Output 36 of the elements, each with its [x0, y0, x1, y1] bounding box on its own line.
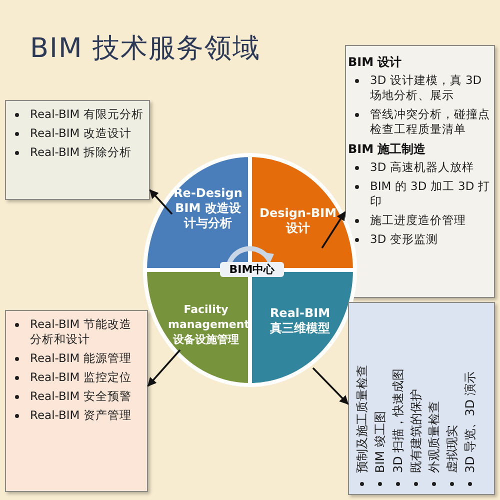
list-item: Real-BIM 安全预警 [30, 389, 132, 403]
info-panel [345, 45, 495, 298]
arrow [321, 211, 346, 248]
list-item: 外观质量检查 [427, 401, 441, 473]
list-item: Real-BIM 有限元分析 [30, 107, 144, 121]
list-item: 虚拟现实 [445, 425, 459, 473]
list-item: Real-BIM 监控定位 [30, 370, 132, 384]
center-label: BIM中心 [220, 262, 284, 277]
list-item: 施工进度造价管理 [370, 213, 466, 227]
list-item: 预制及施工质量检查 [355, 365, 369, 473]
list-item: 管线冲突分析，碰撞点检查工程质量清单 [370, 107, 490, 136]
list-item: Real-BIM 拆除分析 [30, 145, 132, 159]
section-heading: BIM 施工制造 [348, 141, 427, 157]
list-item: BIM 的 3D 加工 3D 打印 [370, 179, 490, 208]
quadrant-label: Real-BIM 真三维模型 [268, 306, 332, 336]
list-item: 3D 设计建模，真 3D 场地分析、展示 [370, 73, 482, 102]
arrow [312, 367, 349, 405]
list-item: Real-BIM 资产管理 [30, 408, 132, 422]
list-item: Real-BIM 节能改造分析和设计 [30, 317, 132, 346]
info-panel [5, 100, 150, 200]
quadrant-label: Design-BIM 设计 [258, 206, 338, 236]
list-item: 3D 高速机器人放样 [370, 160, 474, 174]
list-item: 3D 扫描，快速成图 [391, 368, 405, 473]
section-heading: BIM 设计 [348, 54, 403, 70]
info-panel [5, 310, 148, 492]
list-item: Real-BIM 改造设计 [30, 126, 132, 140]
list-item: BIM 竣工图 [373, 411, 387, 473]
title: BIM 技术服务领域 [30, 32, 260, 66]
list-item: 既有建筑的保护 [409, 389, 423, 473]
arrow [147, 349, 181, 387]
arrow [149, 189, 173, 215]
list-item: Real-BIM 能源管理 [30, 351, 132, 365]
list-item: 3D 变形监测 [370, 232, 438, 246]
info-panel [348, 302, 495, 495]
list-item: 3D 导览、3D 演示 [463, 372, 477, 473]
quadrant-label: Re-Design BIM 改造设计与分析 [172, 186, 244, 231]
